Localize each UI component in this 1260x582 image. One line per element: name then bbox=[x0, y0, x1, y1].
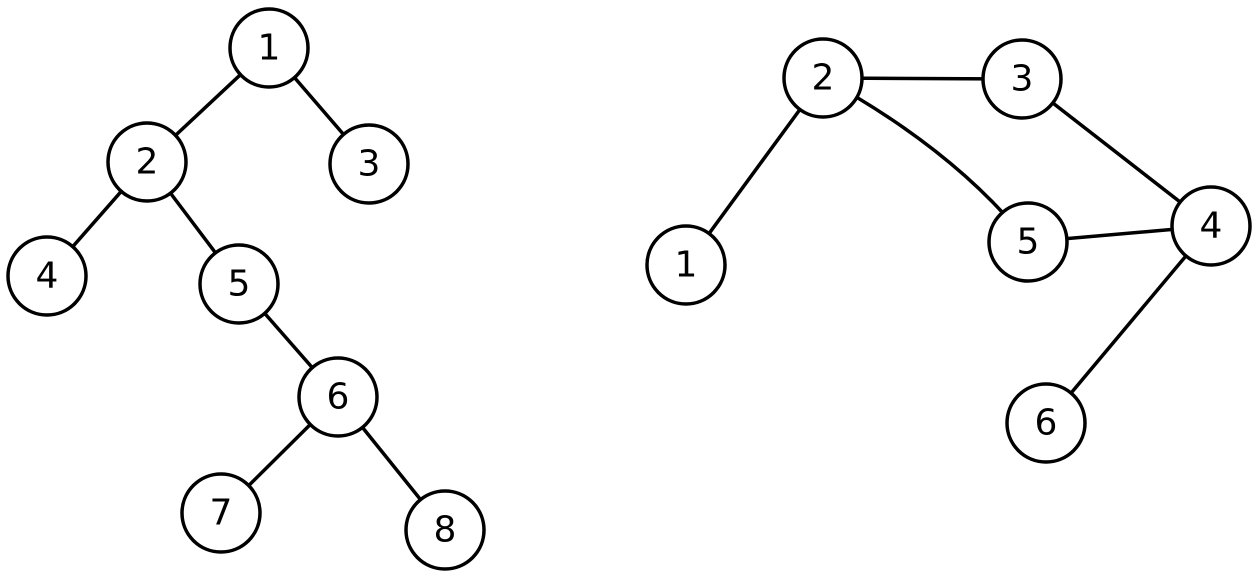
node-circle bbox=[981, 38, 1063, 120]
node-tree-3: 3 bbox=[328, 123, 410, 205]
node-circle bbox=[404, 489, 486, 571]
node-label: 6 bbox=[327, 377, 350, 418]
node-label: 3 bbox=[1011, 59, 1034, 100]
node-circle bbox=[6, 235, 88, 317]
node-label: 4 bbox=[1200, 206, 1223, 247]
node-circle bbox=[106, 121, 188, 203]
node-tree-2: 2 bbox=[106, 121, 188, 203]
node-graph-3: 3 bbox=[981, 38, 1063, 120]
node-label: 7 bbox=[210, 493, 233, 534]
edge-graph-g4-g6 bbox=[1044, 224, 1213, 425]
node-circle bbox=[328, 123, 410, 205]
node-label: 5 bbox=[1017, 222, 1040, 263]
node-tree-4: 4 bbox=[6, 235, 88, 317]
node-label: 6 bbox=[1035, 403, 1058, 444]
node-label: 1 bbox=[258, 28, 281, 69]
node-label: 2 bbox=[136, 142, 159, 183]
node-label: 5 bbox=[228, 264, 251, 305]
node-label: 4 bbox=[36, 256, 59, 297]
node-graph-6: 6 bbox=[1005, 382, 1087, 464]
node-tree-1: 1 bbox=[228, 7, 310, 89]
node-tree-7: 7 bbox=[180, 472, 262, 554]
node-circle bbox=[180, 472, 262, 554]
node-circle bbox=[198, 243, 280, 325]
node-circle bbox=[782, 37, 864, 119]
node-circle bbox=[297, 356, 379, 438]
node-circle bbox=[228, 7, 310, 89]
node-circle bbox=[987, 201, 1069, 283]
node-tree-8: 8 bbox=[404, 489, 486, 571]
node-label: 8 bbox=[434, 510, 457, 551]
node-graph-2: 2 bbox=[782, 37, 864, 119]
node-circle bbox=[1005, 382, 1087, 464]
node-graph-1: 1 bbox=[645, 224, 727, 306]
node-label: 3 bbox=[358, 144, 381, 185]
nodes-layer: 1 2 3 4 5 6 7 8 1 2 3 4 5 6 bbox=[6, 7, 1252, 571]
node-graph-5: 5 bbox=[987, 201, 1069, 283]
node-tree-6: 6 bbox=[297, 356, 379, 438]
node-tree-5: 5 bbox=[198, 243, 280, 325]
node-label: 2 bbox=[812, 58, 835, 99]
node-label: 1 bbox=[675, 245, 698, 286]
node-graph-4: 4 bbox=[1170, 185, 1252, 267]
node-circle bbox=[645, 224, 727, 306]
node-circle bbox=[1170, 185, 1252, 267]
